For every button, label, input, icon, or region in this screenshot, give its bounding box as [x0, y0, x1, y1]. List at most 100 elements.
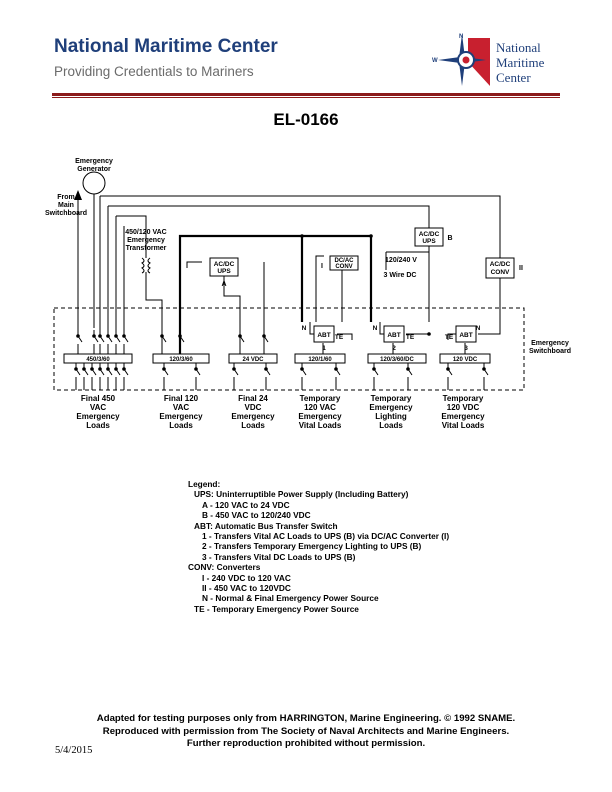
breaker-contact	[122, 334, 126, 338]
svg-text:Vital Loads: Vital Loads	[442, 421, 485, 430]
org-name: National Maritime Center	[54, 36, 278, 57]
svg-text:AC/DC: AC/DC	[490, 261, 511, 268]
breaker-contact	[114, 334, 118, 338]
svg-text:Emergency: Emergency	[531, 340, 569, 347]
tagline: Providing Credentials to Mariners	[54, 64, 254, 79]
svg-text:Emergency: Emergency	[441, 412, 485, 421]
breaker-contact	[82, 367, 86, 371]
svg-text:1: 1	[322, 345, 326, 352]
svg-text:Loads: Loads	[379, 421, 403, 430]
svg-text:AC/DC: AC/DC	[214, 261, 235, 268]
svg-text:Temporary: Temporary	[371, 394, 412, 403]
breaker-contact	[482, 367, 486, 371]
legend-title: Legend:	[188, 479, 221, 489]
generator-symbol	[82, 171, 106, 195]
abt-1-box	[313, 325, 335, 343]
ups-b-box	[414, 227, 444, 247]
bus-120-1-60	[294, 353, 346, 364]
svg-text:450/3/60: 450/3/60	[86, 357, 110, 363]
svg-text:N: N	[476, 325, 481, 332]
breaker-contact	[238, 334, 242, 338]
breaker-contact	[334, 367, 338, 371]
svg-text:450/120 VAC: 450/120 VAC	[125, 229, 167, 236]
breaker-contact	[178, 334, 182, 338]
svg-text:Transformer: Transformer	[126, 245, 167, 252]
svg-text:Emergency: Emergency	[127, 237, 165, 244]
date: 5/4/2015	[55, 745, 93, 756]
svg-text:UPS: UPS	[422, 238, 436, 245]
acdc-conv-box	[485, 257, 515, 279]
breaker-contact	[76, 334, 80, 338]
svg-text:Emergency: Emergency	[159, 412, 203, 421]
copyright-notice: Adapted for testing purposes only from H…	[96, 713, 516, 749]
svg-text:VAC: VAC	[173, 403, 190, 412]
header-rule	[52, 93, 560, 96]
breaker-contact	[372, 367, 376, 371]
svg-text:120/3/60: 120/3/60	[169, 357, 193, 363]
svg-text:120 VDC: 120 VDC	[453, 357, 478, 363]
bus-120-3-60-dc	[367, 353, 427, 364]
breaker-contact	[264, 367, 268, 371]
compass-n: N	[459, 34, 463, 40]
svg-text:Emergency: Emergency	[369, 403, 413, 412]
svg-text:2: 2	[392, 345, 396, 352]
emergency-power-diagram: Emergency Generator From Main Switchboar…	[45, 158, 571, 430]
breaker-contact	[194, 367, 198, 371]
svg-text:Main: Main	[58, 202, 74, 209]
svg-text:Lighting: Lighting	[375, 412, 407, 421]
svg-text:ABT: ABT	[317, 332, 330, 339]
svg-text:Emergency: Emergency	[76, 412, 120, 421]
svg-text:VDC: VDC	[245, 403, 262, 412]
svg-text:Vital Loads: Vital Loads	[299, 421, 342, 430]
svg-text:Emergency: Emergency	[298, 412, 342, 421]
svg-text:CONV: CONV	[335, 264, 352, 270]
bus-120-3-60	[152, 353, 210, 364]
svg-text:A: A	[221, 281, 226, 288]
breaker-contact	[160, 334, 164, 338]
breaker-contact	[446, 367, 450, 371]
abt-3-box	[455, 325, 477, 343]
svg-text:ABT: ABT	[387, 332, 400, 339]
svg-text:Final 450: Final 450	[81, 394, 116, 403]
breaker-contact	[92, 334, 96, 338]
bus-450-3-60	[63, 353, 133, 364]
svg-text:3: 3	[464, 345, 468, 352]
svg-text:II: II	[519, 265, 523, 272]
breaker-contact	[122, 367, 126, 371]
breaker-contact	[106, 334, 110, 338]
document-id: EL-0166	[273, 110, 339, 129]
svg-text:CONV: CONV	[491, 269, 510, 276]
breaker-contact	[406, 367, 410, 371]
svg-text:B: B	[447, 235, 452, 242]
svg-text:24 VDC: 24 VDC	[242, 357, 264, 363]
breaker-contact	[98, 334, 102, 338]
svg-text:120/3/60/DC: 120/3/60/DC	[380, 357, 414, 363]
svg-text:Loads: Loads	[241, 421, 265, 430]
svg-text:Final 24: Final 24	[238, 394, 268, 403]
svg-text:ABT: ABT	[459, 332, 472, 339]
breaker-contact	[162, 367, 166, 371]
bus-120-vdc	[439, 353, 491, 364]
svg-text:TE: TE	[335, 334, 344, 341]
svg-text:AC/DC: AC/DC	[419, 231, 440, 238]
svg-text:Loads: Loads	[169, 421, 193, 430]
svg-text:Loads: Loads	[86, 421, 110, 430]
compass-w: W	[432, 58, 438, 64]
svg-text:120 VDC: 120 VDC	[447, 403, 480, 412]
svg-text:TE: TE	[445, 334, 454, 341]
svg-text:3 Wire DC: 3 Wire DC	[383, 272, 416, 279]
svg-text:Switchboard: Switchboard	[529, 348, 571, 355]
svg-text:Emergency: Emergency	[75, 158, 113, 165]
header-rule-thin	[52, 97, 560, 98]
svg-text:Temporary: Temporary	[443, 394, 484, 403]
svg-text:Temporary: Temporary	[300, 394, 341, 403]
svg-text:120/240 V: 120/240 V	[385, 257, 417, 264]
bus-24-vdc	[228, 353, 278, 364]
svg-text:N: N	[302, 325, 307, 332]
legend: Legend: UPS: Uninterruptible Power Suppl…	[188, 479, 450, 614]
svg-text:Final 120: Final 120	[164, 394, 199, 403]
svg-text:120/1/60: 120/1/60	[308, 357, 332, 363]
svg-text:120 VAC: 120 VAC	[304, 403, 336, 412]
breaker-contact	[300, 367, 304, 371]
svg-text:DC/AC: DC/AC	[335, 258, 355, 264]
